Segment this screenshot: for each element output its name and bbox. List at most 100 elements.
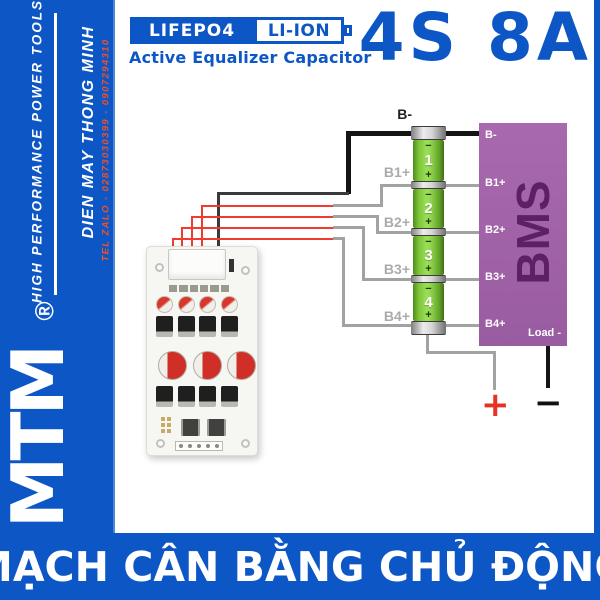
cell-minus-sign: − [425, 283, 432, 295]
wire-red1-run [201, 205, 334, 207]
cell-plus-sign: + [425, 309, 432, 321]
battery-icon-tip [344, 25, 352, 36]
cell-cap-3 [411, 275, 446, 283]
cell-number: 3 [424, 247, 433, 264]
banner-title: MẠCH CÂN BẰNG CHỦ ĐỘNG [0, 542, 600, 591]
bms-port-bminus: B- [485, 129, 497, 141]
tap-label-b1: B1+ [383, 164, 410, 180]
bms-title: BMS [507, 179, 559, 285]
spec-rating: 4S 8A [358, 0, 592, 76]
wire-bplus-out [493, 351, 496, 390]
battery-cell-2: − 2 + [413, 189, 444, 228]
wire-bminus-to-board [217, 192, 220, 253]
wire-b2-to-bms [444, 231, 480, 234]
wire-red4-rise [172, 238, 174, 253]
wire-bminus-drop [346, 131, 351, 194]
right-border [594, 0, 600, 600]
transistor [199, 316, 216, 337]
tap-label-b4: B4+ [383, 308, 410, 324]
tap-label-b2: B2+ [383, 214, 410, 230]
cell-plus-sign: + [425, 216, 432, 228]
sidebar-divider [54, 13, 57, 295]
battery-cell-3: − 3 + [413, 236, 444, 275]
wire-b1-jog [380, 185, 383, 207]
transistor [221, 386, 238, 407]
wire-b4-tap [342, 324, 413, 327]
cell-number: 1 [424, 152, 433, 169]
bms-block: B- B1+ B2+ B3+ B4+ Load - [479, 123, 567, 346]
mounting-hole [241, 439, 250, 448]
wire-red2-rise [191, 216, 193, 253]
battery-cell-4: − 4 + [413, 283, 444, 321]
transistor [178, 316, 195, 337]
sidebar: HIGH PERFORMANCE POWER TOOLS DIEN MAY TH… [0, 0, 115, 600]
cell-minus-sign: − [425, 140, 432, 152]
output-minus: − [534, 383, 563, 423]
wire-red1-rise [201, 205, 203, 253]
bms-port-b2: B2+ [485, 224, 506, 236]
cell-cap-top [411, 126, 446, 140]
ic-chip [207, 419, 226, 436]
cell-number: 4 [424, 293, 433, 311]
pin-header [175, 441, 223, 451]
transistor [156, 386, 173, 407]
test-pads [161, 417, 175, 433]
transistor [178, 386, 195, 407]
wire-load-out [546, 346, 550, 388]
bms-load-label: Load - [528, 327, 561, 339]
chemistry-badge: LIFEPO4 LI-ION [130, 17, 344, 44]
capacitor-large [158, 351, 187, 380]
capacitor-small [156, 296, 173, 313]
capacitor-small [221, 296, 238, 313]
lifepo4-label: LIFEPO4 [130, 17, 254, 44]
wire-bminus-run [217, 192, 349, 195]
capacitor-small [199, 296, 216, 313]
cell-cap-2 [411, 228, 446, 236]
tap-label-b3: B3+ [383, 261, 410, 277]
sidebar-tagline: HIGH PERFORMANCE POWER TOOLS [29, 0, 45, 304]
contact-phone: TEL ZALO - 02873030399 - 0907294310 [100, 38, 112, 262]
capacitor-large [227, 351, 256, 380]
cell-minus-sign: − [425, 189, 432, 201]
registered-mark: ® [29, 301, 60, 321]
bms-port-b3: B3+ [485, 271, 506, 283]
store-name: DIEN MAY THONG MINH [80, 25, 97, 239]
cell-plus-sign: + [425, 169, 432, 181]
transistor [199, 386, 216, 407]
wire-bplus-drop [426, 330, 429, 353]
wire-red4-run [172, 238, 334, 240]
balance-connector [168, 249, 226, 280]
wire-b3-run [333, 226, 364, 229]
cell-minus-sign: − [425, 236, 432, 248]
brand-logo: MTM [0, 347, 80, 529]
wire-b2-tap [376, 231, 413, 234]
cell-number: 2 [424, 200, 433, 217]
bms-port-b4: B4+ [485, 318, 506, 330]
wire-b3-jog [362, 226, 365, 281]
connector-pin [229, 259, 234, 272]
mounting-hole [241, 266, 250, 275]
wire-b3-tap [362, 278, 413, 281]
wire-red3-run [181, 227, 334, 229]
battery-pack: − 1 + − 2 + − 3 + − 4 + [411, 126, 446, 335]
mounting-hole [156, 439, 165, 448]
mounting-hole [155, 263, 164, 272]
output-plus: + [481, 385, 510, 425]
cell-plus-sign: + [425, 263, 432, 275]
wire-b4-jog [342, 237, 345, 327]
wire-b1-tap [380, 184, 413, 187]
ic-chip [181, 419, 200, 436]
capacitor-large [193, 351, 222, 380]
bottom-banner: MẠCH CÂN BẰNG CHỦ ĐỘNG [0, 533, 600, 600]
wire-b2-jog [376, 215, 379, 234]
liion-label: LI-ION [254, 17, 344, 44]
bms-port-b1: B1+ [485, 177, 506, 189]
wire-b4-run [333, 237, 344, 240]
wire-b2-run [333, 215, 378, 218]
battery-negative-label: B- [397, 106, 412, 122]
cell-cap-bottom [411, 321, 446, 335]
battery-cell-1: − 1 + [413, 140, 444, 181]
wire-b1-run [333, 204, 382, 207]
cell-cap-1 [411, 181, 446, 189]
